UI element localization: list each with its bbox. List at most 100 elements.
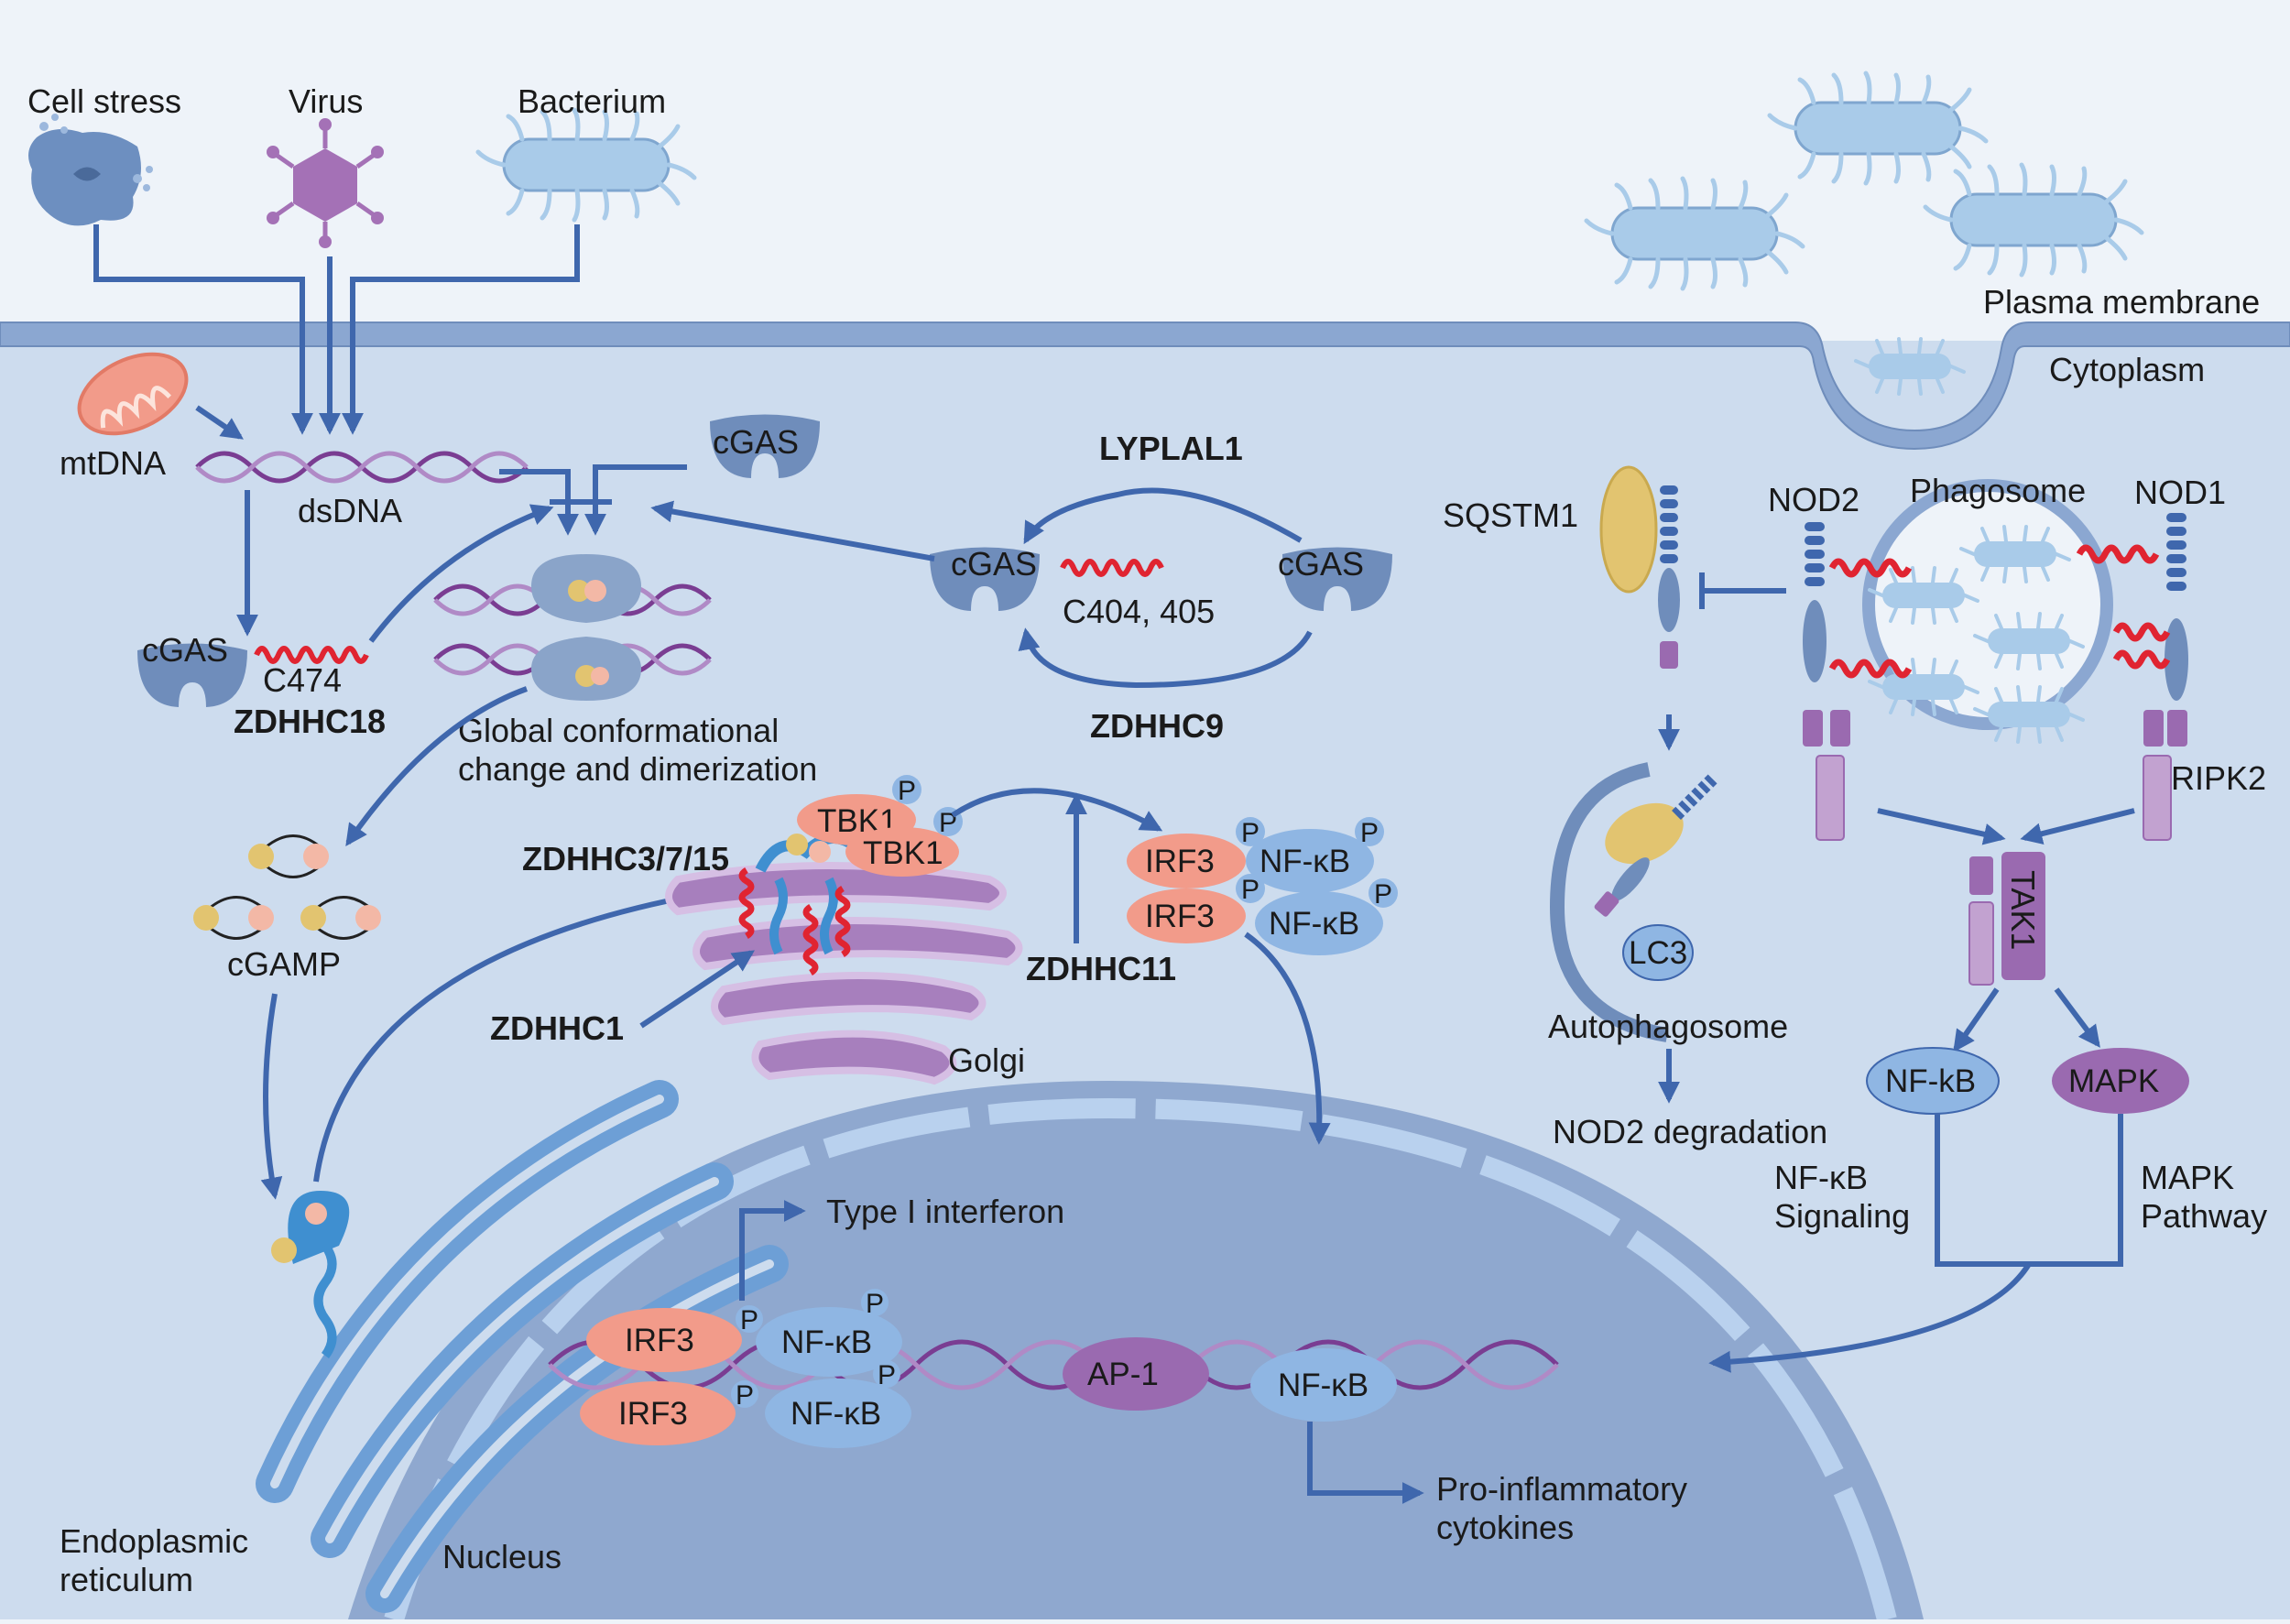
phospho-1 — [892, 775, 921, 804]
cgas-label-2: cGAS — [713, 423, 799, 461]
nfkb-label-3: NF-κB — [781, 1324, 872, 1360]
mapk-pathway-label-1: MAPK — [2141, 1159, 2234, 1196]
nfkb-nuc-2 — [765, 1379, 911, 1448]
cytoplasm-label: Cytoplasm — [2049, 351, 2205, 388]
cgas-label-4: cGAS — [1278, 545, 1364, 583]
p-label-7: P — [740, 1305, 758, 1335]
nfkb-label-5: NF-κB — [1278, 1368, 1369, 1403]
global-change-label-1: Global conformational — [458, 712, 779, 749]
lc3-label: LC3 — [1629, 935, 1687, 971]
arrow-cgas-to-dimer — [584, 464, 687, 536]
arrow-cytokines — [1307, 1422, 1424, 1504]
arrow-to-nucleus — [1244, 932, 1331, 1145]
arrow-lyplal1 — [1023, 487, 1303, 545]
endoplasmic-reticulum — [256, 1080, 789, 1613]
nfkb-nuc-3 — [1250, 1348, 1397, 1422]
p-label-1: P — [898, 776, 916, 806]
lyplal1-label: LYPLAL1 — [1099, 430, 1243, 467]
er-label-2: reticulum — [60, 1561, 193, 1598]
phospho-9 — [861, 1289, 889, 1316]
p-label-6: P — [1374, 879, 1392, 910]
proinflammatory-label-1: Pro-inflammatory — [1436, 1470, 1687, 1508]
p-label-9: P — [866, 1289, 884, 1319]
global-change-label-2: change and dimerization — [458, 750, 817, 788]
arrow-nod2-to-tak1 — [1877, 808, 2006, 845]
phospho-4 — [1236, 874, 1265, 903]
c474-label: C474 — [263, 661, 342, 699]
nod1-label: NOD1 — [2134, 474, 2226, 511]
p-label-3: P — [1241, 818, 1260, 848]
irf3-label-1: IRF3 — [1145, 844, 1215, 879]
virus-label: Virus — [289, 82, 363, 120]
cgamp-label: cGAMP — [227, 945, 341, 983]
arrow-zdhhc1 — [639, 950, 755, 1029]
dsdna-label: dsDNA — [298, 492, 402, 529]
phospho-5 — [1355, 817, 1384, 846]
er-label-1: Endoplasmic — [60, 1522, 248, 1560]
mitochondrion-icon — [77, 352, 189, 436]
mapk-right — [2052, 1048, 2189, 1114]
nod2-receptor — [1803, 522, 1913, 841]
type1-ifn-label: Type I interferon — [826, 1193, 1064, 1230]
zdhhc3-7-15-label: ZDHHC3/7/15 — [522, 840, 729, 877]
phospho-7 — [736, 1305, 763, 1333]
golgi-label: Golgi — [948, 1041, 1025, 1079]
zdhhc11-label: ZDHHC11 — [1026, 950, 1176, 987]
irf3-cyto-1 — [1127, 834, 1246, 888]
p-label-2: P — [939, 808, 957, 838]
phospho-3 — [1236, 817, 1265, 846]
arrow-zdhhc9 — [1018, 627, 1313, 689]
mtdna-label: mtDNA — [60, 444, 166, 482]
palmitoylation-c474 — [254, 646, 369, 664]
phospho-6 — [1369, 878, 1398, 908]
nfkb-label-4: NF-κB — [791, 1396, 881, 1432]
irf3-label-2: IRF3 — [1145, 899, 1215, 934]
irf3-label-3: IRF3 — [625, 1323, 694, 1358]
zdhhc1-label: ZDHHC1 — [490, 1009, 624, 1047]
p-label-4: P — [1241, 875, 1260, 905]
irf3-nuc-1 — [586, 1308, 742, 1372]
virus-icon — [267, 118, 384, 248]
palmitoylation-c404 — [1060, 559, 1164, 577]
nfkb-right — [1866, 1047, 2000, 1115]
cell-stress-icon — [28, 114, 153, 226]
tbk1-2 — [845, 827, 959, 877]
tak1-label: TAK1 — [2004, 870, 2042, 950]
proinflammatory-label-2: cytokines — [1436, 1509, 1574, 1546]
arrow-type1-ifn — [739, 1200, 806, 1301]
arrow-dsdna-to-dimer — [499, 469, 579, 536]
irf3-nuc-2 — [580, 1381, 736, 1445]
arrow-tak1-to-mapk — [2054, 987, 2100, 1048]
mapk-pathway-label-2: Pathway — [2141, 1197, 2267, 1235]
arrow-tbk1-to-irf3 — [951, 788, 1163, 832]
arrow-mito-to-dsdna — [195, 405, 244, 440]
arrow-stress-to-dsdna — [93, 224, 313, 435]
zdhhc9-label: ZDHHC9 — [1090, 707, 1224, 745]
p-label-10: P — [878, 1360, 896, 1390]
nucleus-label: Nucleus — [442, 1538, 562, 1575]
nfkb-label-1: NF-κB — [1260, 844, 1350, 879]
cgas-dimer — [433, 554, 712, 701]
nfkb-label-2: NF-κB — [1269, 906, 1359, 942]
mapk-right-label: MAPK — [2068, 1063, 2159, 1099]
autophagosome-label: Autophagosome — [1548, 1008, 1788, 1045]
arrow-tak1-to-nfkb — [1953, 987, 2000, 1052]
nod1-receptor — [2076, 513, 2188, 841]
nfkb-cyto-1 — [1246, 829, 1374, 893]
ap1-label: AP-1 — [1087, 1357, 1159, 1392]
arrow-cgas-to-dsdna — [650, 500, 935, 561]
arrow-bacterium-to-dsdna — [342, 224, 580, 435]
phospho-10 — [873, 1360, 900, 1388]
zdhhc18-label: ZDHHC18 — [234, 703, 386, 740]
arrow-cgamp-to-sting — [260, 993, 283, 1200]
nfkb-signaling-label-1: NF-κB — [1774, 1159, 1868, 1196]
cell-stress-label: Cell stress — [27, 82, 181, 120]
sting-on-er — [271, 1191, 350, 1358]
ripk2-label: RIPK2 — [2171, 759, 2266, 797]
arrow-nod1-to-tak1 — [2020, 808, 2135, 845]
phagosome-label: Phagosome — [1910, 472, 2086, 509]
tak1-complex — [1968, 852, 2045, 986]
irf3-label-4: IRF3 — [618, 1396, 688, 1432]
cgas-label-1: cGAS — [142, 631, 228, 669]
